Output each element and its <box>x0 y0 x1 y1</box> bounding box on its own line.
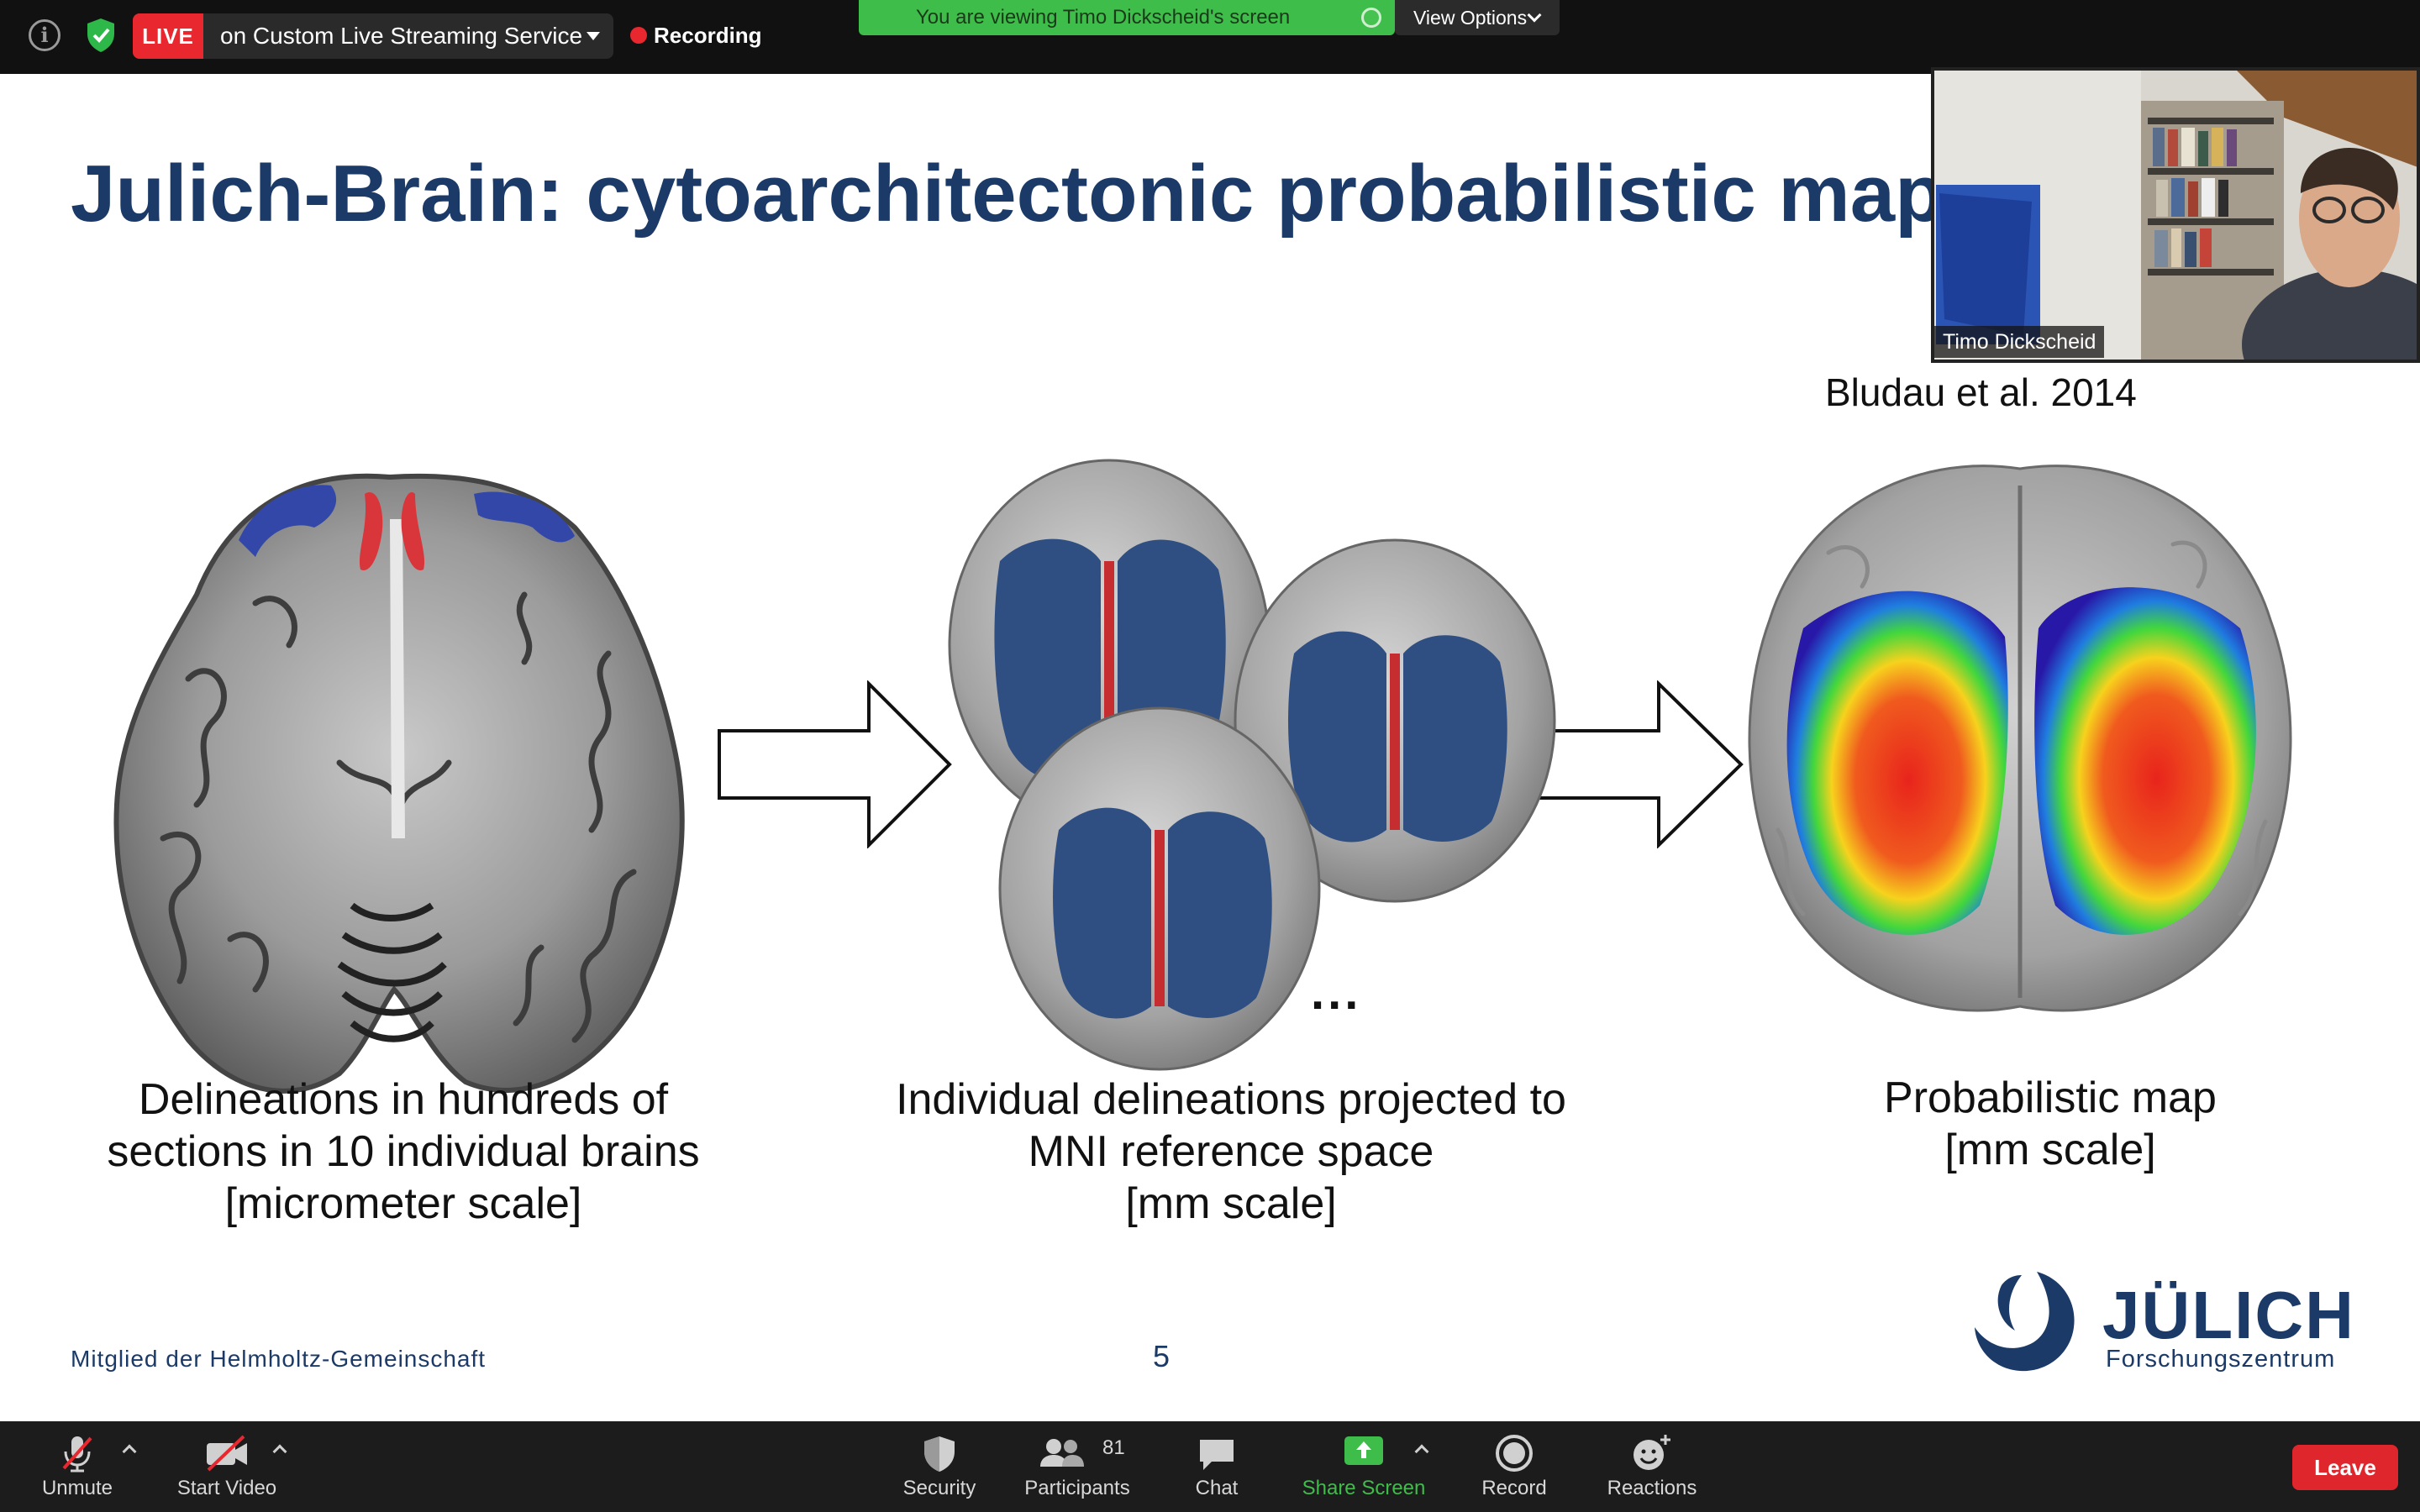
slide-page-number: 5 <box>1153 1339 1171 1373</box>
unmute-button[interactable]: Unmute <box>25 1421 129 1512</box>
caret-down-icon <box>587 32 600 40</box>
caption-right: Probabilistic map [mm scale] <box>1714 1072 2386 1176</box>
chat-label: Chat <box>1195 1477 1239 1499</box>
viewing-screen-banner: You are viewing Timo Dickscheid's screen <box>859 0 1395 35</box>
chat-bubble-icon <box>1200 1440 1234 1470</box>
julich-logo-icon <box>1975 1272 2075 1372</box>
encryption-shield-icon[interactable] <box>84 17 118 54</box>
microphone-muted-icon <box>62 1436 92 1473</box>
chevron-down-icon <box>1527 8 1542 23</box>
caption-middle: Individual delineations projected to MNI… <box>857 1074 1605 1230</box>
ellipsis-text: ... <box>1311 965 1362 1020</box>
security-shield-icon <box>924 1436 955 1472</box>
caption-middle-line: Individual delineations projected to <box>896 1075 1566 1124</box>
meeting-top-bar: i LIVE on Custom Live Streaming Service … <box>0 0 2420 74</box>
caption-right-line: Probabilistic map <box>1884 1074 2217 1122</box>
mni-brain-top-right <box>1234 538 1556 903</box>
live-service-label: on Custom Live Streaming Service <box>220 23 583 49</box>
speaker-video-image <box>1934 71 2417 360</box>
mni-brains-image <box>948 459 1556 1071</box>
participants-icon <box>1039 1439 1084 1467</box>
mni-brain-bottom <box>998 706 1321 1071</box>
security-label: Security <box>902 1477 976 1499</box>
share-screen-icon <box>1344 1436 1383 1465</box>
chat-button[interactable]: Chat <box>1175 1421 1259 1512</box>
slide-footer: Mitglied der Helmholtz-Gemeinschaft <box>71 1346 487 1372</box>
caption-left-line: Delineations in hundreds of <box>138 1075 669 1124</box>
slide-title: Julich-Brain: cytoarchitectonic probabil… <box>71 149 1944 239</box>
record-icon <box>1496 1435 1533 1472</box>
participants-button[interactable]: 81 Participants <box>1013 1421 1141 1512</box>
caption-right-line: [mm scale] <box>1944 1126 2156 1174</box>
julich-logo-subtitle: Forschungszentrum <box>2106 1346 2336 1373</box>
meeting-controls-bar: Unmute Start Video Security 81 Participa… <box>0 1421 2420 1512</box>
recording-dot-icon <box>630 27 647 44</box>
view-options-button[interactable]: View Options <box>1395 0 1560 35</box>
unmute-label: Unmute <box>41 1477 113 1499</box>
participants-label: Participants <box>1024 1477 1130 1499</box>
start-video-label: Start Video <box>176 1477 277 1499</box>
caption-left-line: sections in 10 individual brains <box>107 1127 700 1176</box>
video-off-icon <box>207 1435 247 1472</box>
caption-middle-line: MNI reference space <box>1028 1127 1434 1176</box>
leave-button[interactable]: Leave <box>2292 1445 2398 1490</box>
reactions-button[interactable]: Reactions <box>1600 1421 1704 1512</box>
caption-left: Delineations in hundreds of sections in … <box>67 1074 739 1230</box>
live-badge: LIVE <box>133 13 203 59</box>
speaker-name-label: Timo Dickscheid <box>1934 326 2105 358</box>
share-screen-button[interactable]: Share Screen <box>1292 1421 1435 1512</box>
record-button[interactable]: Record <box>1470 1421 1558 1512</box>
recording-indicator[interactable]: Recording <box>654 23 762 48</box>
histology-section-image <box>113 473 685 1094</box>
view-options-label: View Options <box>1413 7 1528 29</box>
probabilistic-map-image <box>1748 465 2292 1012</box>
security-button[interactable]: Security <box>889 1421 990 1512</box>
sharing-status-icon <box>1361 8 1381 28</box>
speaker-video-tile[interactable] <box>1931 67 2420 363</box>
caption-left-line: [micrometer scale] <box>224 1179 582 1228</box>
live-stream-dropdown[interactable]: LIVE on Custom Live Streaming Service <box>133 13 613 59</box>
reactions-smiley-icon <box>1634 1435 1670 1470</box>
caption-middle-line: [mm scale] <box>1125 1179 1337 1228</box>
meeting-info-icon[interactable]: i <box>29 19 60 51</box>
start-video-button[interactable]: Start Video <box>168 1421 286 1512</box>
arrow-right-icon <box>718 680 952 848</box>
record-label: Record <box>1481 1477 1547 1499</box>
participants-count: 81 <box>1102 1436 1125 1459</box>
share-screen-label: Share Screen <box>1302 1477 1426 1499</box>
reactions-label: Reactions <box>1607 1477 1697 1499</box>
julich-logo-name: JÜLICH <box>2102 1278 2355 1352</box>
citation-text: Bludau et al. 2014 <box>1825 370 2137 414</box>
